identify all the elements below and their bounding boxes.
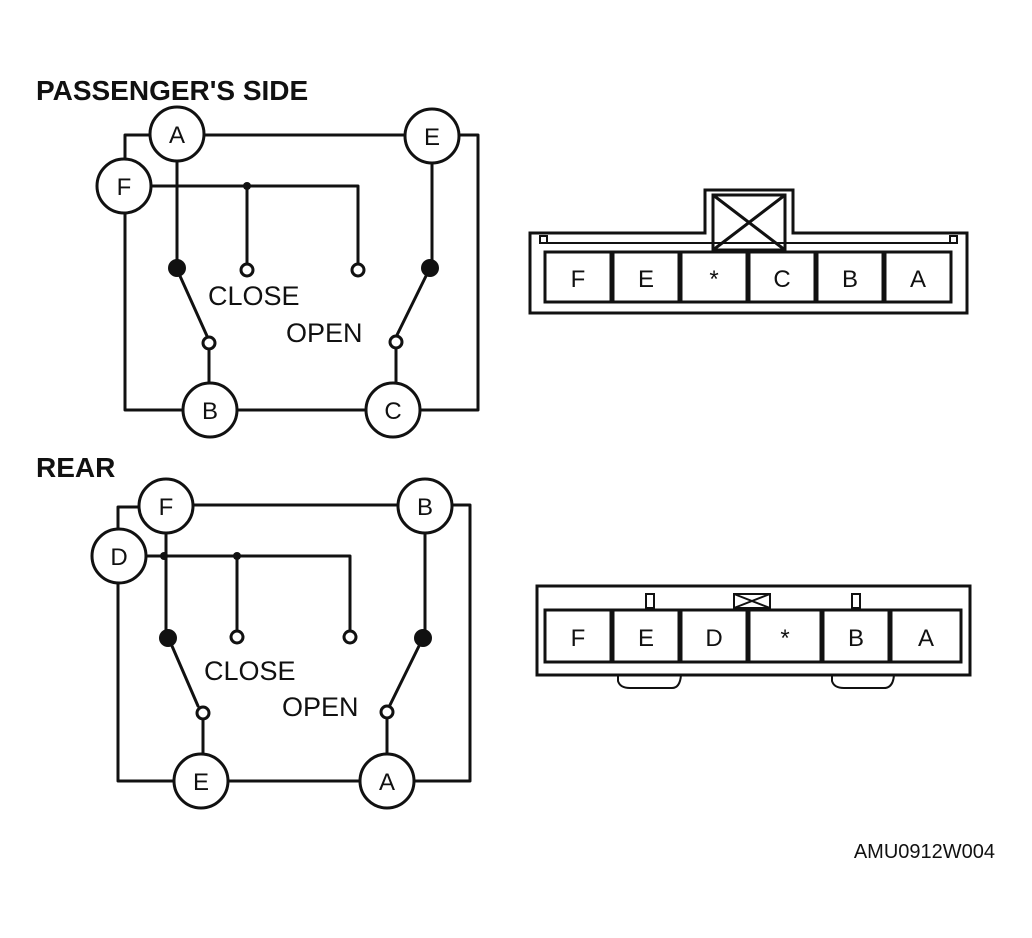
terminal-e-label: E (424, 124, 440, 151)
passenger-connector: F E * C B A (528, 188, 969, 315)
close-contact-left (239, 262, 255, 278)
connector-pin-cell (747, 608, 823, 664)
rear-connector-pins: F E D * B A (543, 608, 963, 664)
terminal-b: B (181, 381, 239, 439)
terminal-d: D (90, 527, 148, 585)
figure-code: AMU0912W004 (854, 841, 995, 863)
passenger-close-label: CLOSE (208, 281, 300, 311)
close-bus-wire (148, 184, 360, 267)
terminal-f-label: F (159, 494, 174, 521)
passenger-side-schematic: PASSENGER'S SIDE CLOSE OPEN A (36, 75, 480, 439)
switch-e-pivot (195, 705, 211, 721)
connector-pin-label: * (780, 625, 789, 652)
rear-connector-foot-left (617, 674, 682, 689)
connector-pin-cell (821, 608, 891, 664)
connector-pin-cell (679, 608, 749, 664)
connector-pin-cell (611, 608, 681, 664)
passenger-open-label: OPEN (286, 318, 363, 348)
connector-pin-label: A (910, 266, 926, 293)
rear-connector: F E D * B A (535, 584, 972, 689)
close-bus-wire (144, 554, 352, 634)
close-contact-right (342, 629, 358, 645)
switch-c-pivot (388, 334, 404, 350)
terminal-f-label: F (117, 174, 132, 201)
connector-pin-cell (543, 608, 613, 664)
terminal-c-label: C (384, 398, 401, 425)
connector-pin-label: C (773, 266, 790, 293)
terminal-f: F (137, 477, 195, 535)
rear-connector-foot-right (831, 674, 895, 689)
connector-pin-label: D (705, 625, 722, 652)
rear-connector-lock-cross (733, 593, 771, 609)
frame-left (123, 133, 185, 412)
rear-connector-tab-left (645, 593, 655, 609)
switch-b-contact-closed (414, 629, 432, 647)
frame-left (116, 580, 176, 783)
rear-connector-tab-right (851, 593, 861, 609)
terminal-a-label: A (379, 769, 395, 796)
switch-e-contact-closed (421, 259, 439, 277)
connector-pin-cell (889, 608, 963, 664)
connector-pin-cell (883, 250, 953, 304)
switch-a-pivot (201, 335, 217, 351)
connector-pin-cell (747, 250, 817, 304)
terminal-b-label: B (202, 398, 218, 425)
frame-top-left (116, 505, 143, 532)
terminal-e: E (172, 752, 230, 810)
terminal-b-label: B (417, 494, 433, 521)
terminal-f: F (95, 157, 153, 215)
rear-heading: REAR (36, 452, 115, 483)
passenger-connector-notch-right (949, 235, 958, 244)
terminal-c: C (364, 381, 422, 439)
passenger-connector-pins: F E * C B A (543, 250, 953, 304)
connector-pin-label: E (638, 266, 654, 293)
frame-right (412, 503, 472, 783)
rear-schematic: REAR CLOSE OPEN F (36, 452, 472, 810)
terminal-e-label: E (193, 769, 209, 796)
close-contact-left (229, 629, 245, 645)
close-contact-right (350, 262, 366, 278)
frame-right (418, 133, 480, 412)
terminal-b: B (396, 477, 454, 535)
passenger-side-heading: PASSENGER'S SIDE (36, 75, 308, 106)
connector-pin-label: F (571, 266, 586, 293)
connector-pin-cell (815, 250, 885, 304)
terminal-a: A (358, 752, 416, 810)
passenger-connector-notch-left (539, 235, 548, 244)
terminal-d-label: D (110, 544, 127, 571)
connector-pin-label: A (918, 625, 934, 652)
connector-pin-cell (543, 250, 613, 304)
connector-pin-cell (679, 250, 749, 304)
rear-open-label: OPEN (282, 692, 359, 722)
connector-pin-label: B (848, 625, 864, 652)
switch-e-blade (395, 274, 428, 337)
passenger-connector-lock-cross (712, 193, 786, 252)
switch-f-contact-closed (159, 629, 177, 647)
switch-a-contact-closed (168, 259, 186, 277)
connector-pin-label: E (638, 625, 654, 652)
switch-b-blade (388, 644, 421, 707)
switch-a-pivot (379, 704, 395, 720)
connector-pin-label: B (842, 266, 858, 293)
connector-pin-label: F (571, 625, 586, 652)
terminal-a: A (148, 105, 206, 163)
switch-a-blade (178, 274, 209, 338)
terminal-a-label: A (169, 122, 185, 149)
switch-f-blade (170, 644, 200, 708)
connector-pin-cell (611, 250, 681, 304)
terminal-e: E (403, 107, 461, 165)
connector-pin-label: * (709, 266, 718, 293)
rear-close-label: CLOSE (204, 656, 296, 686)
